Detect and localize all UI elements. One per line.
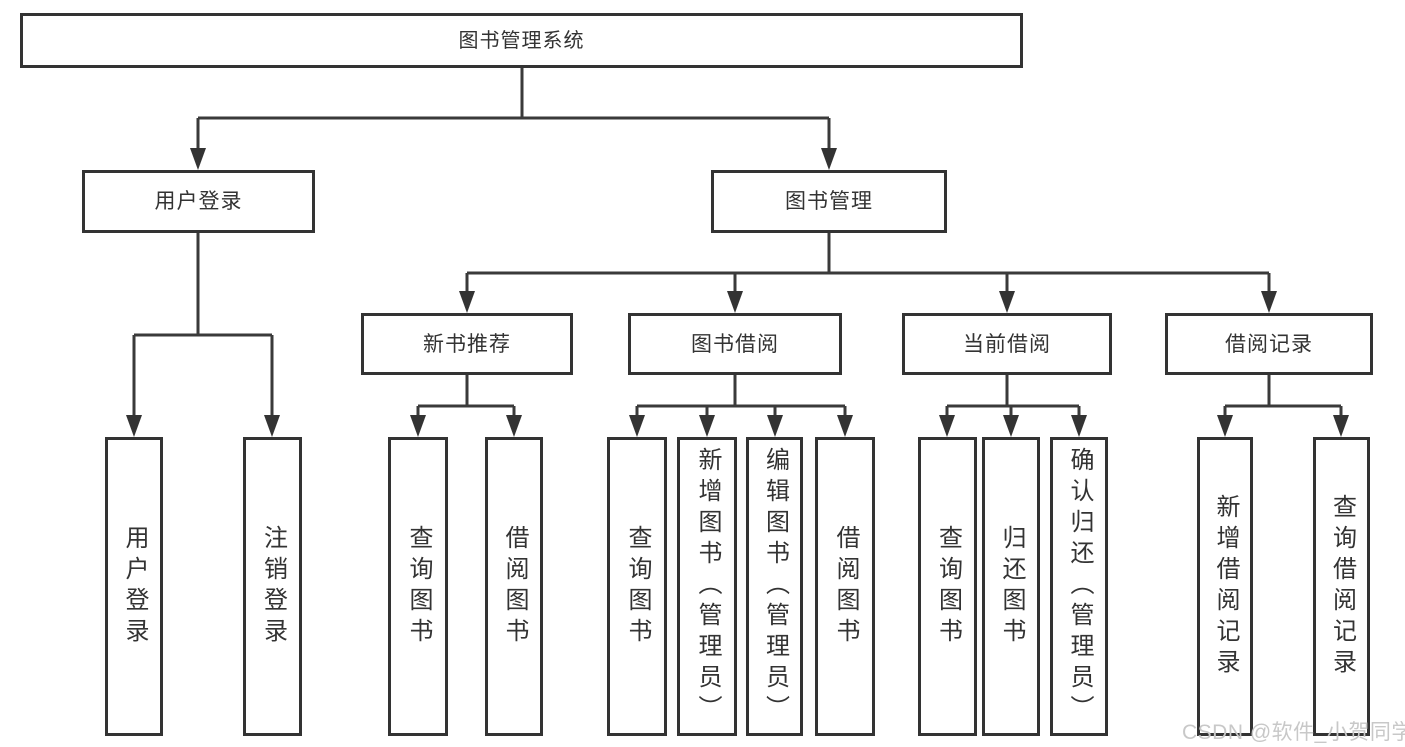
leaf-add-books-admin: 新增图书（管理员）	[677, 437, 737, 736]
leaf-search-books-recommend: 查询图书	[388, 437, 448, 736]
csdn-watermark: CSDN @软件_小贺同学	[1182, 721, 1405, 744]
node-label: 图书管理系统	[458, 29, 585, 52]
node-label: 借阅图书	[501, 524, 528, 649]
node-book-borrowing: 图书借阅	[628, 313, 842, 375]
node-label: 确认归还（管理员）	[1066, 447, 1093, 726]
node-label: 查询图书	[624, 524, 651, 649]
node-label: 编辑图书（管理员）	[761, 447, 789, 726]
node-current-borrowing: 当前借阅	[902, 313, 1112, 375]
leaf-search-borrow-record: 查询借阅记录	[1313, 437, 1370, 736]
node-label: 新增图书（管理员）	[694, 447, 721, 726]
node-label: 当前借阅	[963, 332, 1051, 356]
node-label: 查询图书	[405, 524, 432, 649]
node-label: 查询图书	[934, 524, 962, 649]
leaf-borrow-books-recommend: 借阅图书	[485, 437, 543, 736]
leaf-user-login: 用户登录	[105, 437, 163, 736]
node-book-management: 图书管理	[711, 170, 947, 233]
node-label: 归还图书	[998, 524, 1025, 649]
node-library-system: 图书管理系统	[20, 13, 1023, 68]
leaf-borrow-books-borrowing: 借阅图书	[815, 437, 875, 736]
leaf-edit-books-admin: 编辑图书（管理员）	[746, 437, 803, 736]
node-label: 借阅记录	[1225, 332, 1313, 356]
node-label: 注销登录	[259, 524, 287, 649]
leaf-confirm-return-admin: 确认归还（管理员）	[1050, 437, 1108, 736]
leaf-search-books-borrowing: 查询图书	[607, 437, 667, 736]
node-borrowing-records: 借阅记录	[1165, 313, 1373, 375]
arrowhead-icons	[126, 148, 1349, 437]
node-new-book-recommendation: 新书推荐	[361, 313, 573, 375]
node-label: 图书管理	[785, 190, 873, 213]
leaf-add-borrow-record: 新增借阅记录	[1197, 437, 1253, 736]
node-label: 新增借阅记录	[1212, 493, 1239, 680]
node-user-login: 用户登录	[82, 170, 315, 233]
leaf-search-books-current: 查询图书	[918, 437, 977, 736]
node-label: 用户登录	[154, 190, 243, 213]
node-label: 图书借阅	[691, 332, 779, 356]
node-label: 用户登录	[121, 524, 148, 649]
node-label: 借阅图书	[832, 524, 859, 649]
node-label: 新书推荐	[423, 332, 511, 356]
node-label: 查询借阅记录	[1328, 493, 1356, 680]
leaf-return-books: 归还图书	[982, 437, 1040, 736]
leaf-logout: 注销登录	[243, 437, 302, 736]
